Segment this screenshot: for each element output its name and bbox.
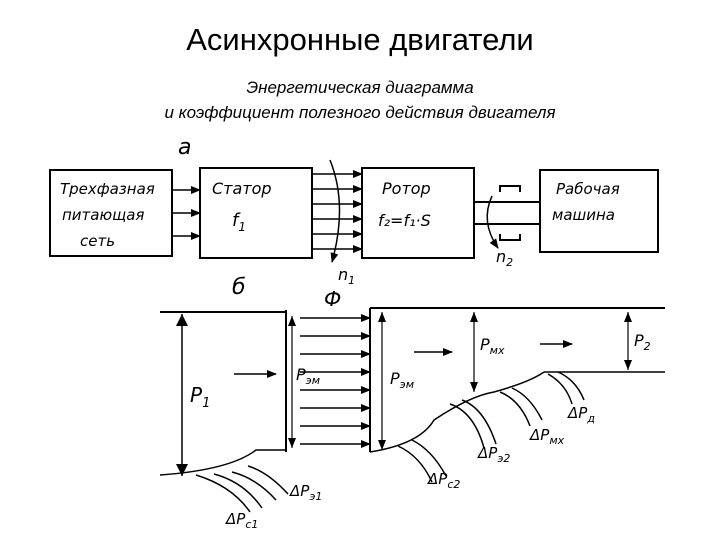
supply-label-2: питающая xyxy=(62,206,144,224)
stator-loss-streams xyxy=(195,465,289,513)
supply-label-1: Трехфазная xyxy=(60,180,155,198)
p1-dimension xyxy=(176,314,188,476)
rotor-loss-streams xyxy=(397,371,585,483)
p1-label: P1 xyxy=(190,383,210,411)
n2-label: n2 xyxy=(496,247,513,269)
dpd-label: ΔPд xyxy=(567,404,595,425)
working-machine-block xyxy=(539,169,659,253)
stator-rotor-arrows xyxy=(312,170,363,253)
shaft-rotation-arc xyxy=(486,195,499,249)
machine-label-1: Рабочая xyxy=(556,180,620,198)
rotor-block xyxy=(361,167,475,259)
rotor-label: Ротор xyxy=(382,179,431,198)
pmx-dimension xyxy=(470,312,478,392)
dpe2-label: ΔPэ2 xyxy=(477,444,510,465)
stator-frequency: f1 xyxy=(232,210,246,234)
dpc1-label: ΔPс1 xyxy=(225,510,258,531)
machine-label-2: машина xyxy=(552,206,615,224)
dpc2-label: ΔPс2 xyxy=(427,470,460,491)
pem-label-1: Pэм xyxy=(296,365,320,387)
part-a-label: а xyxy=(178,135,191,160)
rotor-power-band xyxy=(369,307,665,453)
phi-label: Ф xyxy=(324,287,341,311)
pem-label-2: Pэм xyxy=(390,369,414,391)
rotor-frequency-formula: f₂=f₁·S xyxy=(378,211,431,230)
part-b-label: б xyxy=(232,275,246,300)
pmx-label: Pмх xyxy=(480,335,505,357)
dpmx-label: ΔPмх xyxy=(529,426,565,447)
subtitle-line-1: Энергетическая диаграмма xyxy=(246,78,474,97)
supply-label-3: сеть xyxy=(80,232,115,250)
field-rotation-arc xyxy=(329,159,341,263)
stator-label: Статор xyxy=(212,179,272,198)
supply-stator-arrows xyxy=(172,186,201,240)
subtitle-line-2: и коэффициент полезного действия двигате… xyxy=(164,103,556,122)
p2-label: P2 xyxy=(634,331,651,353)
input-power-band xyxy=(159,310,287,476)
shaft-coupling xyxy=(474,185,540,241)
stator-block xyxy=(199,167,313,259)
dpe1-label: ΔPэ1 xyxy=(289,482,322,503)
air-gap-arrows xyxy=(300,314,371,448)
p2-dimension xyxy=(624,312,632,370)
slide-title: Асинхронные двигатели xyxy=(186,22,534,57)
pem-dimension-2 xyxy=(378,312,386,450)
n1-label: n1 xyxy=(338,265,355,287)
pem-dimension-1 xyxy=(288,316,296,448)
